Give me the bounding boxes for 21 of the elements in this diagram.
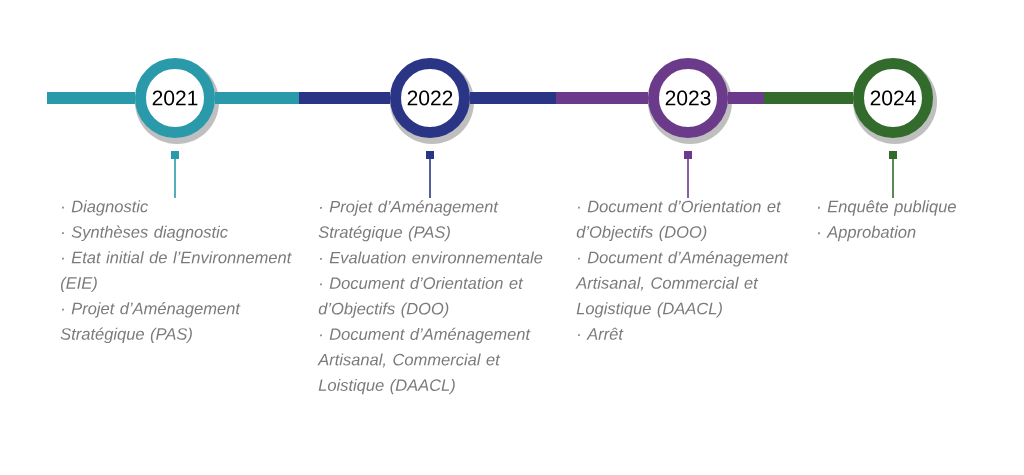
list-item: · Projet d’Aménagement Stratégique (PAS) — [60, 302, 241, 344]
list-item: · Document d’Orientation et d’Objectifs (DOO) — [576, 200, 782, 242]
list-item: · Evaluation environnementale — [320, 251, 543, 264]
list-item: · Document d’Aménagement Artisanal, Commercial et Logistique (DAACL) — [575, 251, 789, 318]
timeline-bar — [47, 92, 135, 104]
stem-line — [684, 151, 692, 199]
stem-line — [171, 151, 179, 199]
stem-line — [426, 151, 434, 199]
stem-line — [889, 151, 897, 199]
list-item: · Arrêt — [578, 327, 624, 340]
timeline-bar — [470, 92, 648, 104]
timeline-bar — [728, 92, 853, 104]
list-item: · Document d’Orientation et d’Objectifs (DOO) — [318, 276, 524, 318]
list-item: · Document d’Aménagement Artisanal, Commercial et Loistique (DAACL) — [317, 327, 531, 395]
list-item: · Diagnostic — [62, 200, 149, 216]
timeline-bar — [215, 92, 390, 104]
list-item: · Etat initial de l’Environnement (EIE) — [61, 251, 292, 293]
list-item: · Approbation — [818, 225, 916, 242]
list-item: · Enquête publique — [818, 200, 956, 216]
list-item: · Synthèses diagnostic — [62, 225, 228, 242]
list-item: · Projet d’Aménagement Stratégique (PAS) — [318, 200, 499, 242]
